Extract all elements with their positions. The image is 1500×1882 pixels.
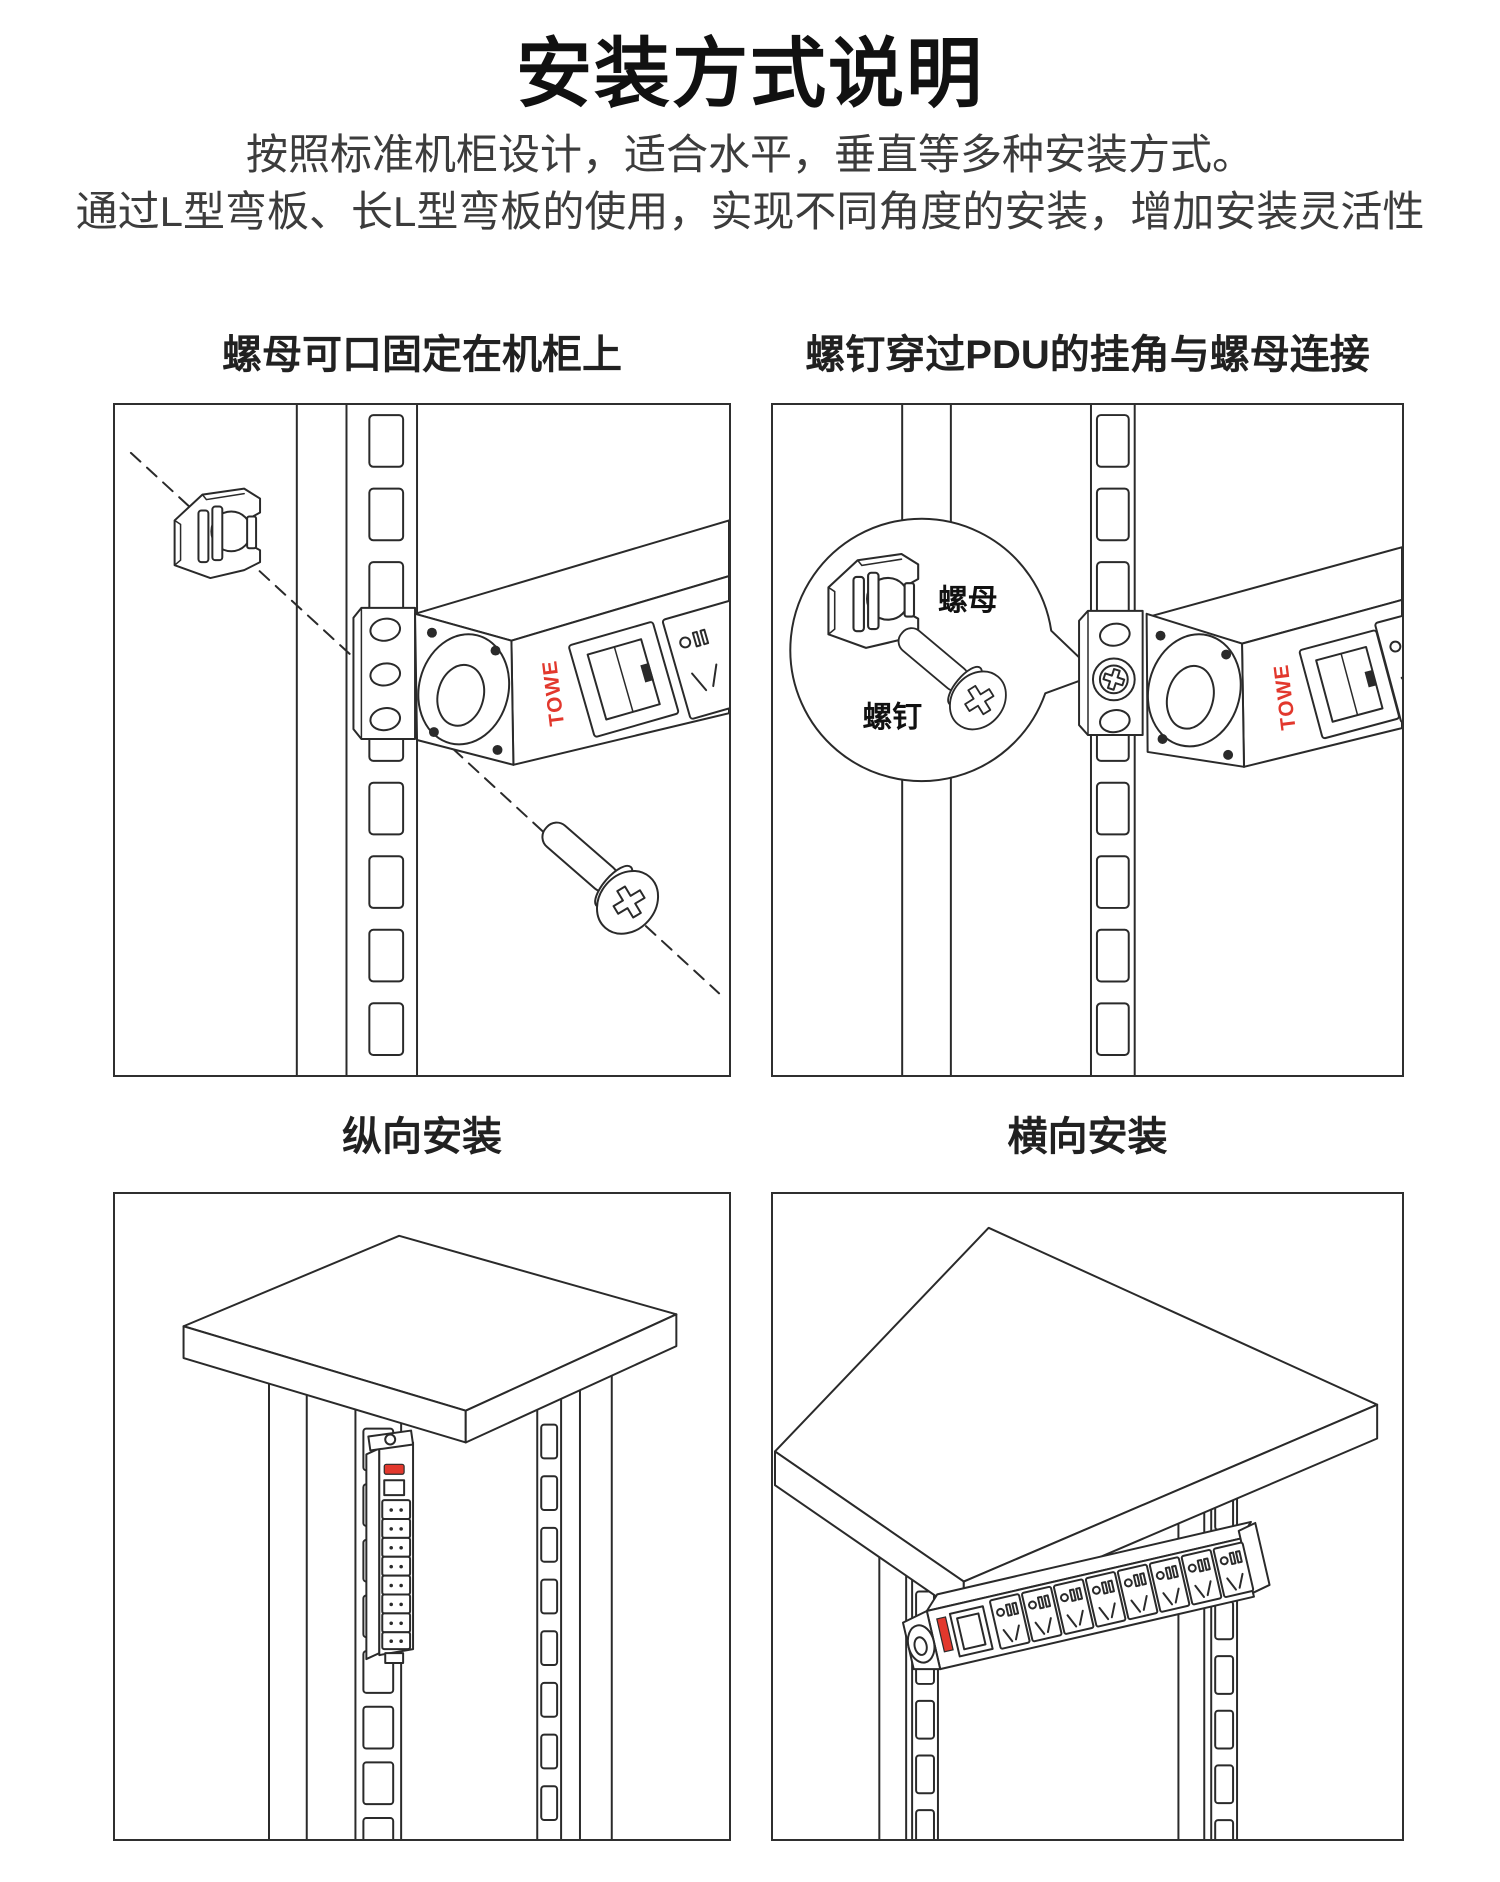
panel-screw-connect: 螺母 螺钉 TOWE xyxy=(771,403,1404,1077)
panel-heading-horizontal: 横向安装 xyxy=(1007,1115,1168,1159)
subtitle-line-2: 通过L型弯板、长L型弯板的使用，实现不同角度的安装，增加安装灵活性 xyxy=(75,188,1425,235)
panel-heading-nut-fix: 螺母可口固定在机柜上 xyxy=(222,333,622,377)
screw-icon xyxy=(897,627,1007,731)
l-bracket xyxy=(352,606,417,740)
panel-vertical-install xyxy=(113,1192,731,1841)
l-bracket xyxy=(1078,405,1285,737)
screw-icon xyxy=(541,821,660,935)
socket-strip xyxy=(381,1499,412,1665)
subtitle-line-1: 按照标准机柜设计，适合水平，垂直等多种安装方式。 xyxy=(245,131,1254,178)
panel-heading-screw-connect: 螺钉穿过PDU的挂角与螺母连接 xyxy=(805,333,1370,377)
power-switch xyxy=(568,621,680,738)
pdu-vertical xyxy=(365,1429,415,1665)
horizontal-install-illustration xyxy=(773,1226,1379,1839)
pdu-illustration: TOWE xyxy=(1145,546,1402,768)
power-indicator xyxy=(936,1616,954,1653)
nut-fix-illustration: TOWE xyxy=(129,405,729,1075)
panel-heading-vertical: 纵向安装 xyxy=(342,1115,502,1159)
panel-horizontal-install xyxy=(771,1192,1404,1841)
socket-module xyxy=(1374,599,1402,724)
cage-nut-icon xyxy=(827,552,920,649)
rack-legs xyxy=(268,1347,613,1839)
screw-label: 螺钉 xyxy=(862,701,922,734)
pdu-illustration: TOWE xyxy=(414,519,729,766)
panel-nut-fix: TOWE xyxy=(113,403,731,1077)
vertical-install-illustration xyxy=(182,1234,678,1839)
screw-connect-illustration: 螺母 螺钉 TOWE xyxy=(789,405,1402,1075)
nut-label: 螺母 xyxy=(938,584,998,617)
cage-nut-icon xyxy=(173,487,262,580)
page-title: 安装方式说明 xyxy=(516,32,984,117)
table-top xyxy=(773,1226,1379,1617)
power-switch xyxy=(1298,629,1400,740)
table-top xyxy=(182,1234,678,1444)
pdu-horizontal xyxy=(901,1520,1271,1671)
rack-rail-right xyxy=(536,1363,563,1839)
socket-module xyxy=(661,594,729,720)
power-switch xyxy=(948,1605,994,1658)
page-subtitle: 按照标准机柜设计，适合水平，垂直等多种安装方式。 通过L型弯板、长L型弯板的使用… xyxy=(0,126,1500,240)
power-indicator xyxy=(383,1463,405,1475)
callout-bubble: 螺母 螺钉 xyxy=(789,517,1098,783)
